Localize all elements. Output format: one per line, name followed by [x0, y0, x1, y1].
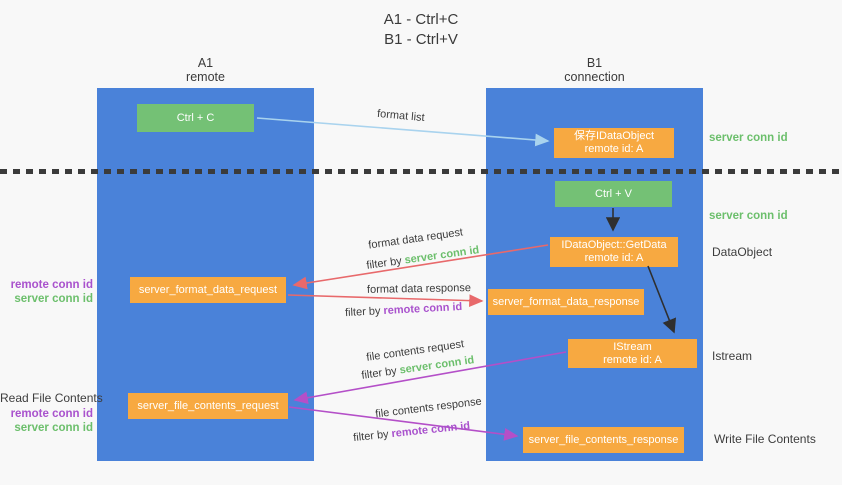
label-dataobject: DataObject: [712, 245, 773, 259]
lifeline-b1-subtitle: connection: [564, 70, 625, 84]
node-ctrl-v: Ctrl + V: [555, 181, 672, 207]
diagram-title-line2: B1 - Ctrl+V: [384, 31, 458, 48]
node-server-file-contents-request: server_file_contents_request: [128, 393, 288, 419]
node-save-idataobject: 保存IDataObject remote id: A: [554, 128, 674, 158]
node-server-format-data-request: server_format_data_request: [130, 277, 286, 303]
node-istream: IStream remote id: A: [568, 339, 697, 368]
label-remote-conn-id-2: remote conn id: [390, 419, 471, 441]
label-format-data-response: format data response: [366, 282, 472, 296]
node-server-format-data-response-label: server_format_data_response: [492, 295, 640, 308]
lifeline-b1-name: B1: [586, 56, 603, 70]
node-server-file-contents-request-label: server_file_contents_request: [137, 399, 279, 412]
arrow-format-data-response: [287, 294, 484, 308]
label-remote-conn-id-left-mid: remote conn id: [10, 279, 93, 291]
label-istream: Istream: [712, 349, 753, 363]
node-save-idataobject-line2: remote id: A: [584, 143, 644, 155]
lifeline-a1-subtitle: remote: [186, 70, 225, 84]
lifeline-a1-header: A1 remote: [97, 56, 314, 84]
label-remote-conn-id-left-bottom: remote conn id: [10, 408, 93, 420]
diagram-title: A1 - Ctrl+C B1 - Ctrl+V: [0, 10, 842, 50]
node-server-file-contents-response: server_file_contents_response: [523, 427, 684, 453]
label-format-list: format list: [376, 107, 426, 125]
node-server-file-contents-response-label: server_file_contents_response: [528, 433, 679, 446]
label-filter-by-3: filter by: [360, 365, 398, 382]
label-left-conn-ids-bottom: remote conn id server conn id: [0, 407, 93, 435]
diagram-title-line1: A1 - Ctrl+C: [383, 11, 459, 28]
node-idataobject-getdata-line2: remote id: A: [584, 252, 644, 264]
label-server-conn-id-left-bottom: server conn id: [14, 422, 93, 434]
label-file-contents-response: file contents response: [374, 395, 483, 421]
label-read-file-contents: Read File Contents: [0, 391, 103, 405]
node-server-format-data-response: server_format_data_response: [488, 289, 644, 315]
lifeline-a1-name: A1: [197, 56, 214, 70]
node-idataobject-getdata: IDataObject::GetData remote id: A: [550, 237, 678, 267]
label-server-conn-id-1: server conn id: [403, 244, 480, 267]
label-remote-conn-id-1: remote conn id: [383, 300, 463, 318]
node-istream-line1: IStream: [613, 340, 652, 353]
label-left-conn-ids-mid: remote conn id server conn id: [0, 278, 93, 306]
label-filter-by-1: filter by: [365, 255, 403, 272]
session-divider-dotted-line: [0, 169, 842, 174]
node-istream-line2: remote id: A: [603, 353, 662, 366]
node-save-idataobject-line1: 保存IDataObject: [573, 130, 655, 142]
label-filter-by-2: filter by: [344, 305, 381, 320]
label-server-conn-id-left-mid: server conn id: [14, 293, 93, 305]
label-write-file-contents: Write File Contents: [714, 432, 816, 446]
node-ctrl-c-label: Ctrl + C: [176, 111, 215, 124]
label-filter-by-4: filter by: [352, 428, 390, 445]
label-server-conn-id-right-mid: server conn id: [709, 210, 788, 222]
node-ctrl-c: Ctrl + C: [137, 104, 254, 132]
label-server-conn-id-right-top: server conn id: [709, 132, 788, 144]
node-idataobject-getdata-line1: IDataObject::GetData: [561, 239, 667, 251]
lifeline-b1-header: B1 connection: [486, 56, 703, 84]
node-ctrl-v-label: Ctrl + V: [595, 187, 632, 200]
node-server-format-data-request-label: server_format_data_request: [138, 283, 278, 296]
